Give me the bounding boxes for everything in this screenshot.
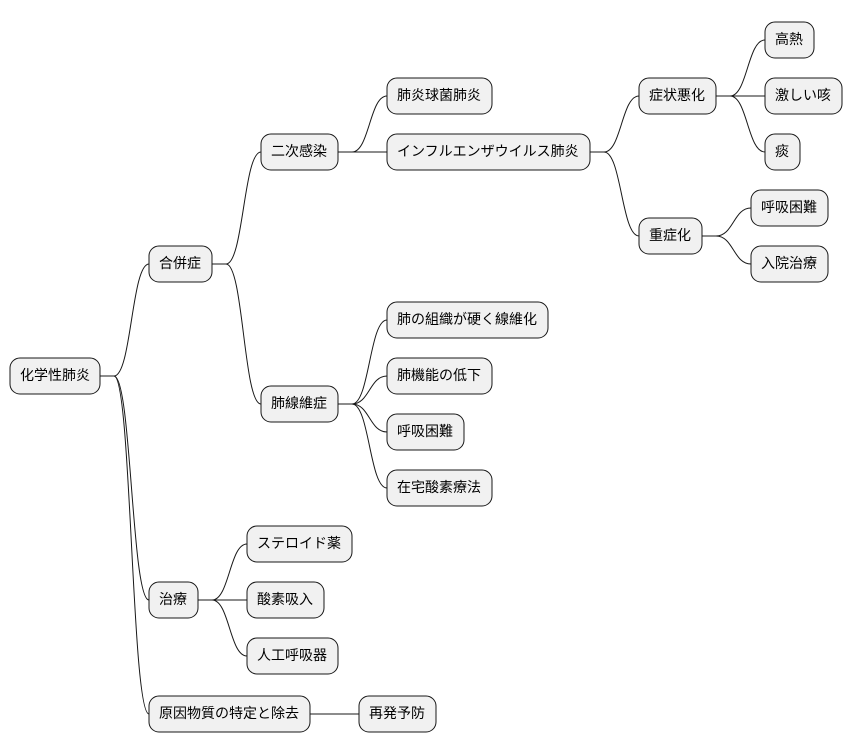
node-hospitalization: 入院治療 [750,245,829,283]
node-severe-cough: 激しい咳 [764,77,843,115]
node-symptom-worsening: 症状悪化 [638,77,717,115]
node-secondary-infection: 二次感染 [260,133,339,171]
node-lung-tissue-fibrosis: 肺の組織が硬く線維化 [386,301,549,339]
node-dyspnea-b: 呼吸困難 [386,413,465,451]
connector-line [338,403,388,489]
connector-line [100,375,150,601]
node-aggravation: 重症化 [638,217,703,255]
node-oxygen-inhalation: 酸素吸入 [246,581,325,619]
svg-text:ステロイド薬: ステロイド薬 [257,536,341,552]
node-complications: 合併症 [148,245,213,283]
connector-line [198,599,248,657]
node-steroids: ステロイド薬 [246,525,353,563]
svg-text:重症化: 重症化 [649,228,691,244]
node-dyspnea-a: 呼吸困難 [750,189,829,227]
svg-text:痰: 痰 [775,144,789,160]
svg-text:人工呼吸器: 人工呼吸器 [257,648,327,664]
svg-text:化学性肺炎: 化学性肺炎 [20,368,90,384]
svg-text:呼吸困難: 呼吸困難 [761,200,817,216]
connector-line [338,95,388,153]
svg-text:インフルエンザウイルス肺炎: インフルエンザウイルス肺炎 [397,144,579,160]
node-recurrence-prevention: 再発予防 [358,695,437,733]
svg-text:高熱: 高熱 [775,31,803,48]
connector-line [590,95,640,153]
node-pneumococcal-pneumonia: 肺炎球菌肺炎 [386,77,493,115]
connector-line [702,235,752,265]
svg-text:原因物質の特定と除去: 原因物質の特定と除去 [159,706,299,722]
node-home-oxygen-therapy: 在宅酸素療法 [386,469,493,507]
node-treatment: 治療 [148,581,199,619]
connector-line [212,151,262,265]
svg-text:呼吸困難: 呼吸困難 [397,424,453,440]
svg-text:肺炎球菌肺炎: 肺炎球菌肺炎 [397,88,481,104]
svg-text:在宅酸素療法: 在宅酸素療法 [397,479,481,496]
svg-text:再発予防: 再発予防 [369,706,425,722]
svg-text:肺の組織が硬く線維化: 肺の組織が硬く線維化 [397,312,537,328]
connector-line [100,375,150,715]
connector-line [590,151,640,237]
svg-text:症状悪化: 症状悪化 [649,88,705,104]
node-lung-function-decline: 肺機能の低下 [386,357,493,395]
connector-line [338,319,388,405]
svg-text:合併症: 合併症 [159,256,201,272]
svg-text:肺線維症: 肺線維症 [271,396,327,412]
node-identify-remove-cause: 原因物質の特定と除去 [148,695,311,733]
connector-line [100,263,150,377]
node-high-fever: 高熱 [764,21,815,59]
node-influenza-pneumonia: インフルエンザウイルス肺炎 [386,133,591,171]
connector-line [212,263,262,405]
svg-text:二次感染: 二次感染 [271,143,327,160]
svg-text:肺機能の低下: 肺機能の低下 [397,368,481,384]
svg-text:治療: 治療 [159,591,187,608]
connector-line [198,543,248,601]
svg-text:酸素吸入: 酸素吸入 [257,592,313,608]
connector-line [702,207,752,237]
connector-lines [100,39,766,715]
node-phlegm: 痰 [764,133,801,171]
node-pulmonary-fibrosis: 肺線維症 [260,385,339,423]
connector-line [716,95,766,153]
connector-line [716,39,766,97]
svg-text:激しい咳: 激しい咳 [775,87,831,104]
svg-text:入院治療: 入院治療 [761,255,817,272]
node-root: 化学性肺炎 [9,357,101,395]
node-ventilator: 人工呼吸器 [246,637,339,675]
